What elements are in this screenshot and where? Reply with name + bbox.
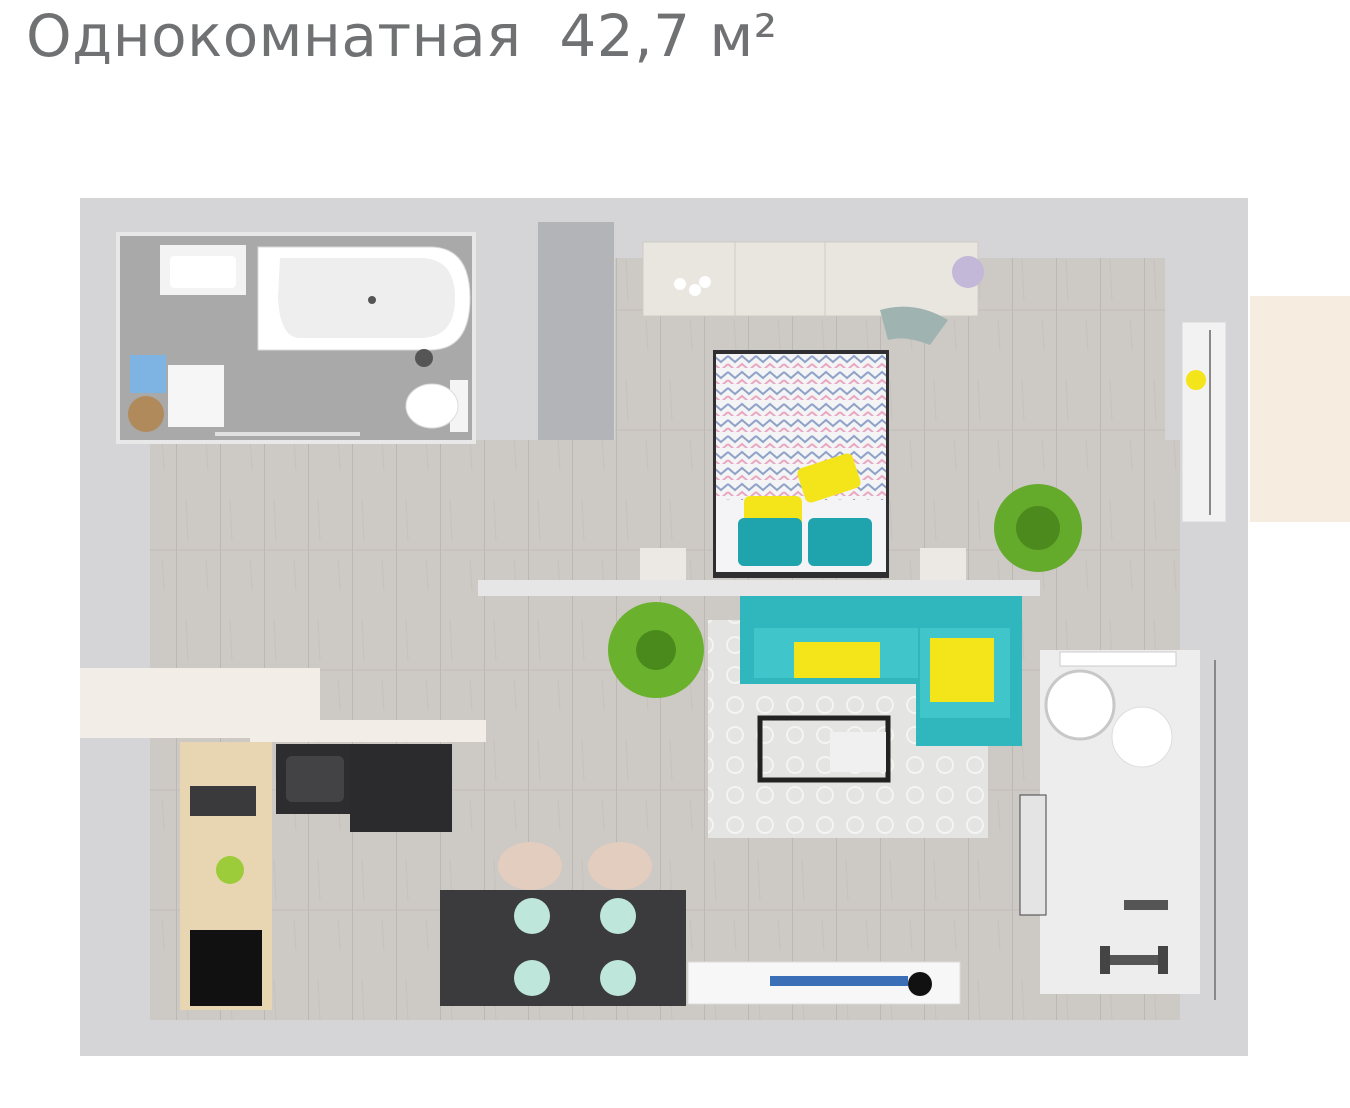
- balcony-door: [1019, 794, 1047, 916]
- bath-stool: [128, 396, 164, 432]
- towel: [130, 355, 166, 393]
- nightstand-left: [640, 548, 686, 580]
- pillow-yellow-2: [797, 453, 861, 503]
- stove-icon[interactable]: [190, 930, 262, 1006]
- dumbbell-icon: [1100, 900, 1168, 974]
- sofa-icon[interactable]: [740, 596, 1022, 746]
- plant-icon: [608, 602, 704, 698]
- page-title: Однокомнатная 42,7 м²: [26, 2, 778, 70]
- wardrobe: [538, 222, 614, 440]
- loggia-exterior: [1250, 296, 1350, 522]
- sink-icon[interactable]: [160, 245, 246, 295]
- washing-machine: [168, 365, 224, 427]
- dishwasher: [350, 744, 452, 832]
- nightstand-right: [920, 548, 966, 580]
- balcony: [1040, 650, 1216, 1000]
- dining-table-icon[interactable]: [440, 842, 686, 1006]
- bathtub-icon[interactable]: [257, 246, 471, 351]
- pillow-teal-1: [738, 518, 802, 566]
- pillow-teal-2: [808, 518, 872, 566]
- microwave: [190, 786, 256, 816]
- tv-icon: [687, 961, 961, 1005]
- bed-icon[interactable]: [713, 350, 889, 578]
- plant-icon: [994, 484, 1082, 572]
- bathroom: [116, 232, 476, 444]
- coffee-table: [757, 715, 891, 783]
- loggia-window: [1181, 321, 1227, 523]
- kitchen: [80, 668, 486, 1010]
- toilet-icon[interactable]: [405, 349, 468, 432]
- partition-wall: [478, 580, 1040, 596]
- bedroom-furniture: [642, 241, 984, 345]
